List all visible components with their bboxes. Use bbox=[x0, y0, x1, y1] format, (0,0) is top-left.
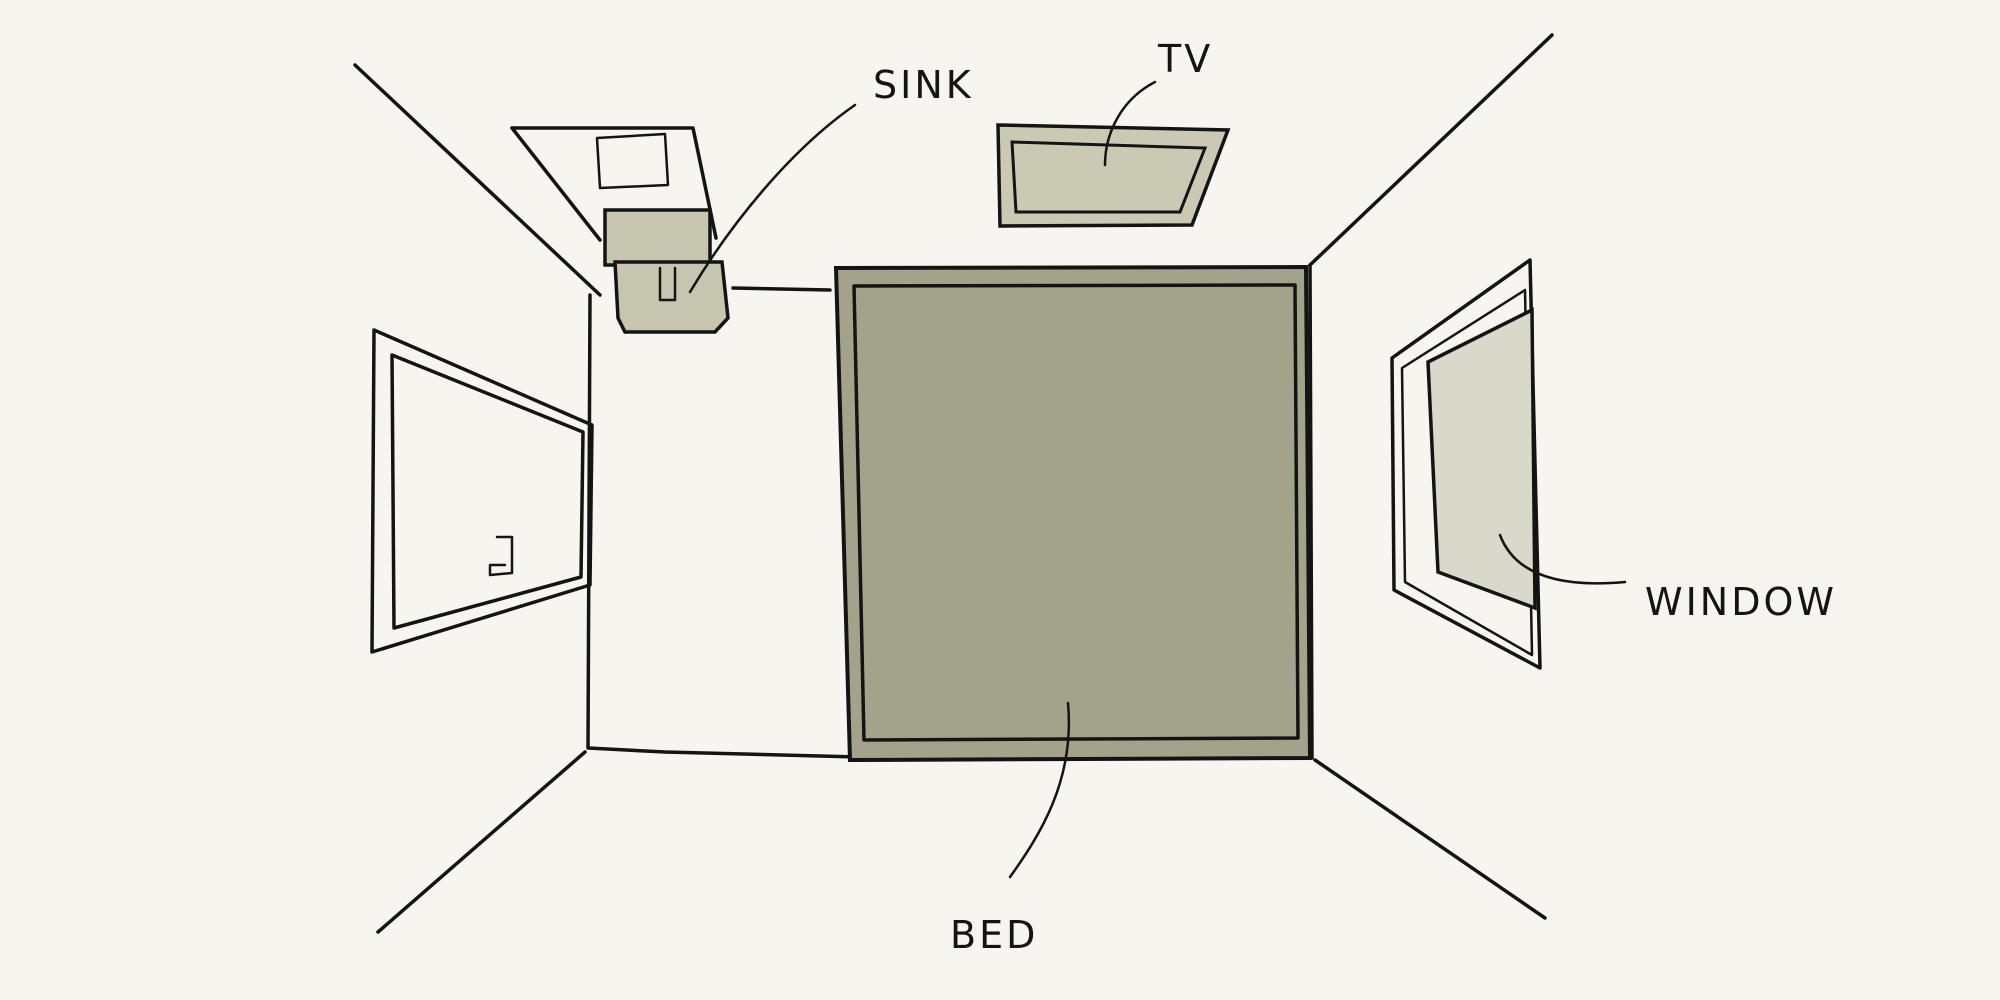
window-glass bbox=[1426, 307, 1537, 611]
leader-lines bbox=[688, 80, 1627, 879]
window-frame bbox=[1390, 258, 1542, 670]
floor-edge-right bbox=[1313, 758, 1547, 920]
sink-bowl bbox=[613, 260, 730, 334]
back-wall-top-segment bbox=[731, 286, 832, 292]
tv-screen bbox=[1010, 140, 1208, 214]
tv-leader bbox=[1103, 80, 1157, 167]
tv-label: TV bbox=[1157, 37, 1213, 81]
sink-basin-top bbox=[595, 132, 670, 190]
door bbox=[370, 328, 594, 654]
bed-label: BED bbox=[950, 913, 1038, 957]
door-frame bbox=[370, 328, 594, 654]
bed-mattress bbox=[852, 283, 1300, 742]
bed bbox=[833, 264, 1313, 763]
counter-outline bbox=[510, 126, 718, 240]
counter-edge bbox=[510, 126, 602, 242]
back-wall-right-edge bbox=[1308, 263, 1314, 760]
floor-edge-left bbox=[376, 750, 587, 934]
faucet-icon bbox=[658, 266, 677, 302]
ceiling-edge-left bbox=[353, 63, 602, 297]
window-sill bbox=[1400, 288, 1534, 657]
door-handle-icon bbox=[488, 535, 514, 577]
sink-label: SINK bbox=[873, 63, 974, 107]
window-label: WINDOW bbox=[1645, 580, 1837, 624]
bed-leader bbox=[1008, 701, 1071, 879]
room-walls bbox=[353, 33, 1554, 934]
door-panel bbox=[390, 353, 585, 630]
window bbox=[1390, 258, 1542, 670]
sink-cabinet bbox=[603, 208, 712, 267]
back-wall-left bbox=[586, 293, 860, 759]
tv bbox=[996, 123, 1231, 228]
sink-leader bbox=[688, 103, 857, 294]
bed-frame bbox=[833, 264, 1313, 763]
sink bbox=[510, 126, 730, 334]
ceiling-edge-right bbox=[1308, 33, 1554, 267]
window-leader bbox=[1498, 533, 1627, 585]
